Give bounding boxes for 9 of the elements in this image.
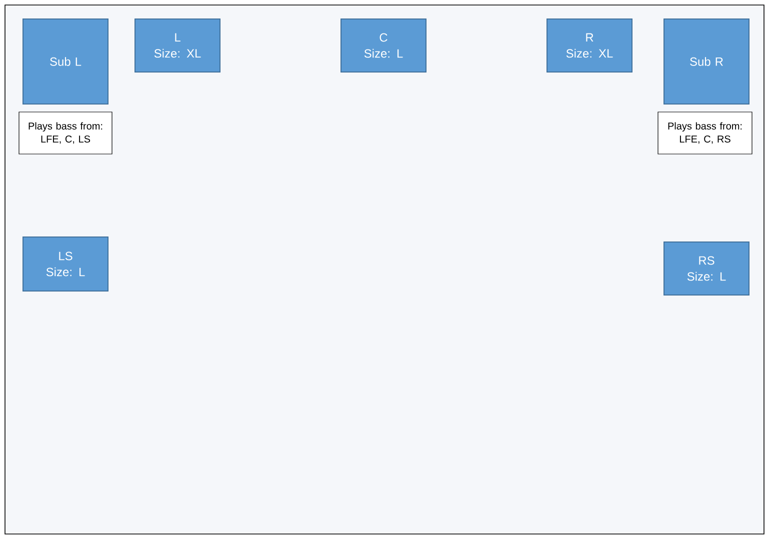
note-box: Plays bass from: LFE, C, RS (658, 112, 752, 154)
speaker-box: Sub R (664, 18, 750, 104)
speaker-box: LS Size: L (22, 236, 108, 292)
note-box: Plays bass from: LFE, C, LS (18, 112, 112, 154)
speaker-box: R Size: XL (546, 18, 632, 72)
speaker-box: Sub L (22, 18, 108, 104)
speaker-box: L Size: XL (134, 18, 220, 72)
speaker-box: RS Size: L (664, 242, 750, 296)
speaker-box: C Size: L (340, 18, 426, 72)
